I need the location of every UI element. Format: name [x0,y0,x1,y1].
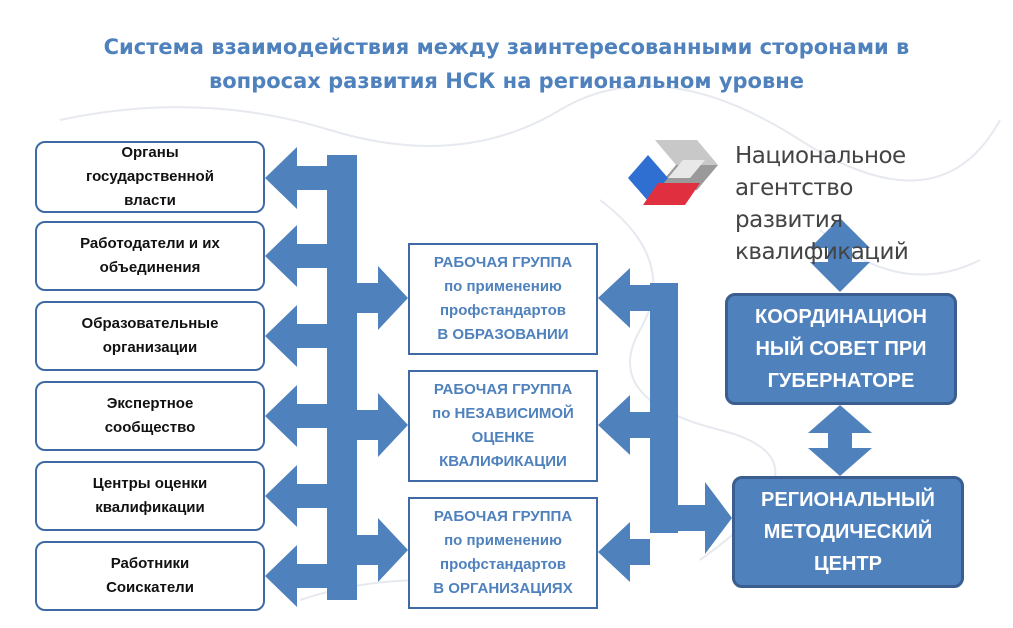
stakeholder-experts: Экспертное сообщество [35,381,265,451]
stakeholder-gov: Органы государственной власти [35,141,265,213]
coordination-council: КООРДИНАЦИОН НЫЙ СОВЕТ ПРИ ГУБЕРНАТОРЕ [725,293,957,405]
group-in-arrows [357,266,408,582]
stakeholder-arrows [265,147,327,607]
working-group-education: РАБОЧАЯ ГРУППА по применению профстандар… [408,243,598,355]
regional-methodical-center: РЕГИОНАЛЬНЫЙ МЕТОДИЧЕСКИЙ ЦЕНТР [732,476,964,588]
council-center-arrow [808,405,872,476]
stakeholder-workers: Работники Соискатели [35,541,265,611]
agency-name: Национальное агентство развития квалифик… [735,143,909,265]
left-bus [327,155,357,600]
diagram-title: Система взаимодействия между заинтересов… [103,35,910,93]
center-arrow [678,482,732,554]
right-bus [650,283,678,533]
group-out-arrows [598,268,650,582]
stakeholder-education: Образовательные организации [35,301,265,371]
stakeholder-employers: Работодатели и их объединения [35,221,265,291]
stakeholder-centers: Центры оценки квалификации [35,461,265,531]
working-group-organizations: РАБОЧАЯ ГРУППА по применению профстандар… [408,497,598,609]
agency-council-arrow [810,218,870,292]
working-group-assessment: РАБОЧАЯ ГРУППА по НЕЗАВИСИМОЙ ОЦЕНКЕ КВА… [408,370,598,482]
